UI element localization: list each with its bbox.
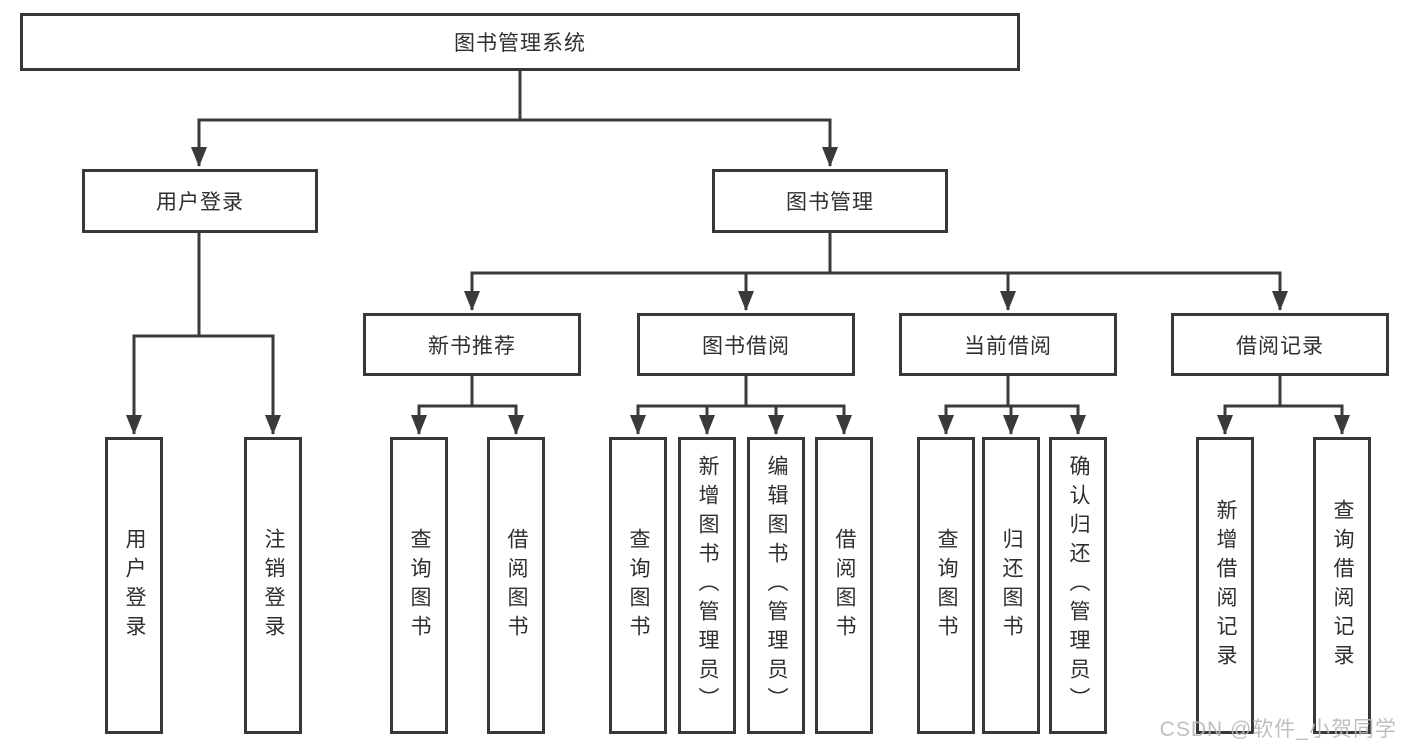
leaf-confirm-return-admin: 确认归还（管理员）	[1049, 437, 1107, 734]
leaf-query-books-recommend: 查询图书	[390, 437, 448, 734]
leaf-query-books-borrow-label: 查询图书	[627, 527, 650, 644]
leaf-user-login-label: 用户登录	[123, 527, 146, 644]
node-user-login-label: 用户登录	[156, 191, 244, 214]
connector-current-borrow-branch	[938, 376, 1086, 435]
csdn-watermark: CSDN @软件_小贺同学	[1159, 718, 1397, 741]
connector-user-login-branch	[126, 233, 281, 435]
leaf-borrow-books-label: 借阅图书	[833, 527, 856, 644]
leaf-query-books-current: 查询图书	[917, 437, 975, 734]
leaf-add-books-admin-label: 新增图书（管理员）	[696, 455, 719, 716]
leaf-borrow-books-recommend-label: 借阅图书	[505, 527, 528, 644]
leaf-query-books-current-label: 查询图书	[935, 527, 958, 644]
leaf-borrow-books: 借阅图书	[815, 437, 873, 734]
connector-book-borrow-branch	[630, 376, 852, 435]
node-borrow-record: 借阅记录	[1171, 313, 1389, 376]
node-borrow-record-label: 借阅记录	[1236, 334, 1324, 358]
leaf-return-books: 归还图书	[982, 437, 1040, 734]
node-book-borrow-label: 图书借阅	[702, 334, 790, 358]
leaf-add-books-admin: 新增图书（管理员）	[678, 437, 736, 734]
leaf-query-borrow-record: 查询借阅记录	[1313, 437, 1371, 734]
node-book-borrow: 图书借阅	[637, 313, 855, 376]
node-user-login: 用户登录	[82, 169, 318, 233]
node-current-borrow: 当前借阅	[899, 313, 1117, 376]
node-current-borrow-label: 当前借阅	[964, 334, 1052, 358]
connector-book-mgmt-to-level3	[464, 233, 1288, 311]
leaf-query-books-borrow: 查询图书	[609, 437, 667, 734]
node-root-label: 图书管理系统	[454, 32, 586, 55]
leaf-add-borrow-record: 新增借阅记录	[1196, 437, 1254, 734]
node-new-book-recommend-label: 新书推荐	[428, 334, 516, 358]
connector-borrow-record-branch	[1217, 376, 1350, 435]
connector-root-to-level2	[191, 70, 838, 167]
leaf-user-login: 用户登录	[105, 437, 163, 734]
leaf-confirm-return-admin-label: 确认归还（管理员）	[1067, 455, 1090, 716]
leaf-edit-books-admin-label: 编辑图书（管理员）	[765, 455, 788, 716]
leaf-logout: 注销登录	[244, 437, 302, 734]
node-root-system: 图书管理系统	[20, 13, 1020, 71]
node-book-management: 图书管理	[712, 169, 948, 233]
leaf-query-books-recommend-label: 查询图书	[408, 527, 431, 644]
leaf-logout-label: 注销登录	[262, 527, 285, 644]
node-new-book-recommend: 新书推荐	[363, 313, 581, 376]
leaf-edit-books-admin: 编辑图书（管理员）	[747, 437, 805, 734]
leaf-add-borrow-record-label: 新增借阅记录	[1214, 498, 1237, 673]
leaf-query-borrow-record-label: 查询借阅记录	[1331, 498, 1354, 673]
leaf-borrow-books-recommend: 借阅图书	[487, 437, 545, 734]
connector-new-book-branch	[411, 376, 524, 435]
node-book-management-label: 图书管理	[786, 191, 874, 214]
leaf-return-books-label: 归还图书	[1000, 527, 1023, 644]
